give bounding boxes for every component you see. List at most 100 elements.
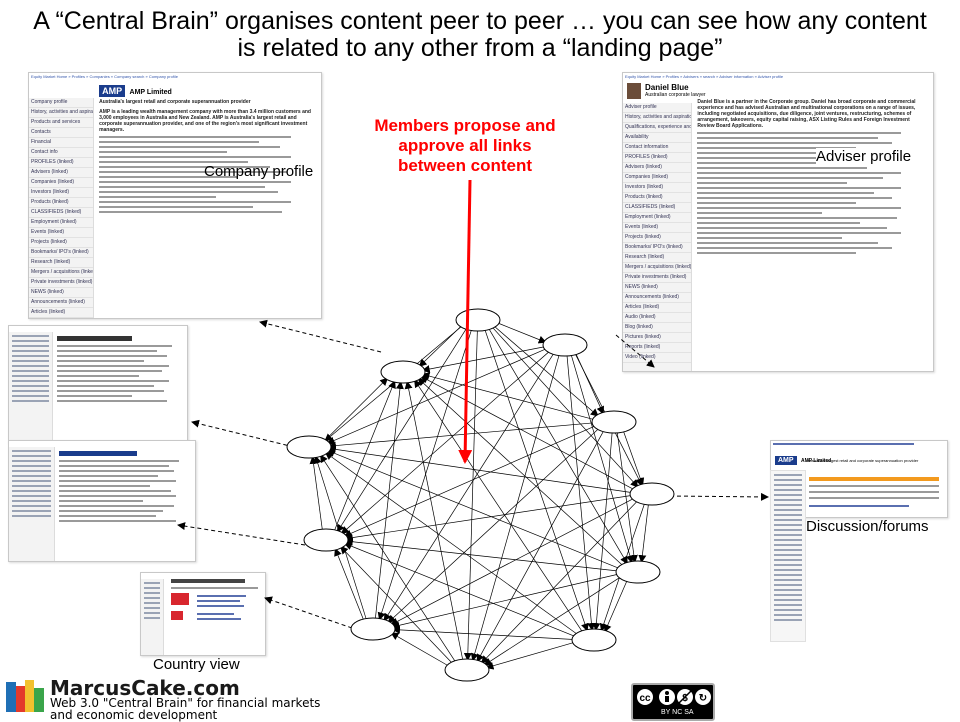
nav-item[interactable]: Products (linked) [29,198,94,208]
nav-item[interactable]: Research (linked) [29,258,94,268]
nav-item[interactable]: History, activities and aspirations [29,108,94,118]
nav-item[interactable]: Pictures (linked) [623,333,692,343]
link-edge [488,328,628,565]
nav-item[interactable]: Articles (linked) [623,303,692,313]
nav-item[interactable]: Events (linked) [29,228,94,238]
breadcrumb: Equity Market Home » Profiles » Advisers… [625,74,784,79]
nav-item[interactable]: Research (linked) [623,253,692,263]
content-node[interactable] [286,435,332,459]
nav-item[interactable]: Advisers (linked) [623,163,692,173]
footer-brand: MarcusCake.com [50,676,240,700]
nav-item[interactable]: CLASSIFIEDS (linked) [623,203,692,213]
country-view-thumbnail[interactable] [140,572,266,656]
dashed-connector [264,596,353,629]
link-edge [391,625,575,640]
cc-license-text: BY NC SA [661,709,694,716]
nav-item[interactable]: Companies (linked) [29,178,94,188]
dashed-connector [191,419,295,448]
nav-item[interactable]: Advisers (linked) [29,168,94,178]
link-edge [324,377,389,442]
nav-item[interactable]: CLASSIFIEDS (linked) [29,208,94,218]
note-line-1: Members propose and [374,116,556,135]
dashed-connector [615,334,655,368]
nav-item[interactable]: Projects (linked) [623,233,692,243]
nav-item[interactable]: Employment (linked) [623,213,692,223]
nav-item[interactable]: Private investments (linked) [29,278,94,288]
nav-item[interactable]: Projects (linked) [29,238,94,248]
nav-item[interactable]: History, activities and aspirations [623,113,692,123]
nav-item[interactable]: Contact information [623,143,692,153]
label-discussion-forums: Discussion/forums [806,518,929,535]
nav-item[interactable]: Mergers / acquisitions (linked) [29,268,94,278]
nav-item[interactable]: Private investments (linked) [623,273,692,283]
link-edge [340,546,453,664]
nav-item[interactable]: Investors (linked) [29,188,94,198]
svg-text:cc: cc [639,693,651,704]
nav-item[interactable]: Audio (linked) [623,313,692,323]
nav-item[interactable]: Investors (linked) [623,183,692,193]
discussion-company-name: AMP Limited [801,458,832,464]
nav-item[interactable]: Company profile [29,98,94,108]
nav-item[interactable]: Blog (linked) [623,323,692,333]
nav-item[interactable]: Announcements (linked) [623,293,692,303]
link-edge [420,375,635,490]
content-node[interactable] [380,360,426,384]
nav-item[interactable]: NEWS (linked) [29,288,94,298]
nav-item[interactable]: Contact info [29,148,94,158]
nav-item[interactable]: Video (linked) [623,353,692,363]
content-node[interactable] [350,617,396,641]
link-edge [334,380,396,532]
document-thumbnail[interactable] [8,440,196,562]
nav-item[interactable]: Contacts [29,128,94,138]
link-edge [476,430,605,663]
company-profile-thumbnail[interactable]: Equity Market Home » Profiles » Companie… [28,72,322,319]
nav-item[interactable]: Bookmarks/ IPO's (linked) [623,243,692,253]
nav-item[interactable]: Adviser profile [623,103,692,113]
content-node[interactable] [629,482,675,506]
nav-item[interactable]: Employment (linked) [29,218,94,228]
creative-commons-badge: cc $ ↻ BY NC SA [631,683,715,721]
content-node[interactable] [444,658,490,682]
adviser-tagline: Australian corporate lawyer [645,92,706,98]
link-edge [417,377,624,566]
document-thumbnail[interactable] [8,325,188,444]
link-edge [592,431,613,632]
nav-item[interactable]: Reports (linked) [623,343,692,353]
nav-item[interactable]: Products and services [29,118,94,128]
content-node[interactable] [591,410,637,434]
nav-item[interactable]: Bookmarks/ IPO's (linked) [29,248,94,258]
content-node[interactable] [615,560,661,584]
nav-item[interactable]: Financial [29,138,94,148]
link-edge [404,380,464,661]
nav-item[interactable]: Products (linked) [623,193,692,203]
title-line-1: A “Central Brain” organises content peer… [33,7,927,35]
link-edge [470,354,560,662]
nav-item[interactable]: Companies (linked) [623,173,692,183]
nav-item[interactable]: PROFILES (linked) [29,158,94,168]
nav-item[interactable]: Events (linked) [623,223,692,233]
content-node[interactable] [571,628,617,652]
nav-item[interactable]: Articles (linked) [29,308,94,318]
link-edge [463,329,478,662]
link-edge [421,372,595,421]
link-edge [638,503,649,564]
nav-item[interactable]: Availability [623,133,692,143]
nav-item[interactable]: PROFILES (linked) [623,153,692,163]
content-node[interactable] [542,333,588,357]
content-node[interactable] [455,308,501,332]
avatar [627,83,641,99]
adviser-profile-thumbnail[interactable]: Equity Market Home » Profiles » Advisers… [622,72,934,372]
nav-item[interactable]: Mergers / acquisitions (linked) [623,263,692,273]
dashed-connector [177,522,306,546]
marcuscake-logo [4,676,46,716]
content-node[interactable] [303,528,349,552]
nav-item[interactable]: NEWS (linked) [623,283,692,293]
company-text: AMP is a leading wealth management compa… [99,109,311,133]
nav-item[interactable]: Announcements (linked) [29,298,94,308]
nav-item[interactable]: Qualifications, experience and specialty [623,123,692,133]
discussion-tagline: Australia's largest retail and corporate… [807,458,919,463]
link-edge [497,322,547,344]
link-edge [390,632,449,667]
amp-logo: AMP [775,456,797,465]
